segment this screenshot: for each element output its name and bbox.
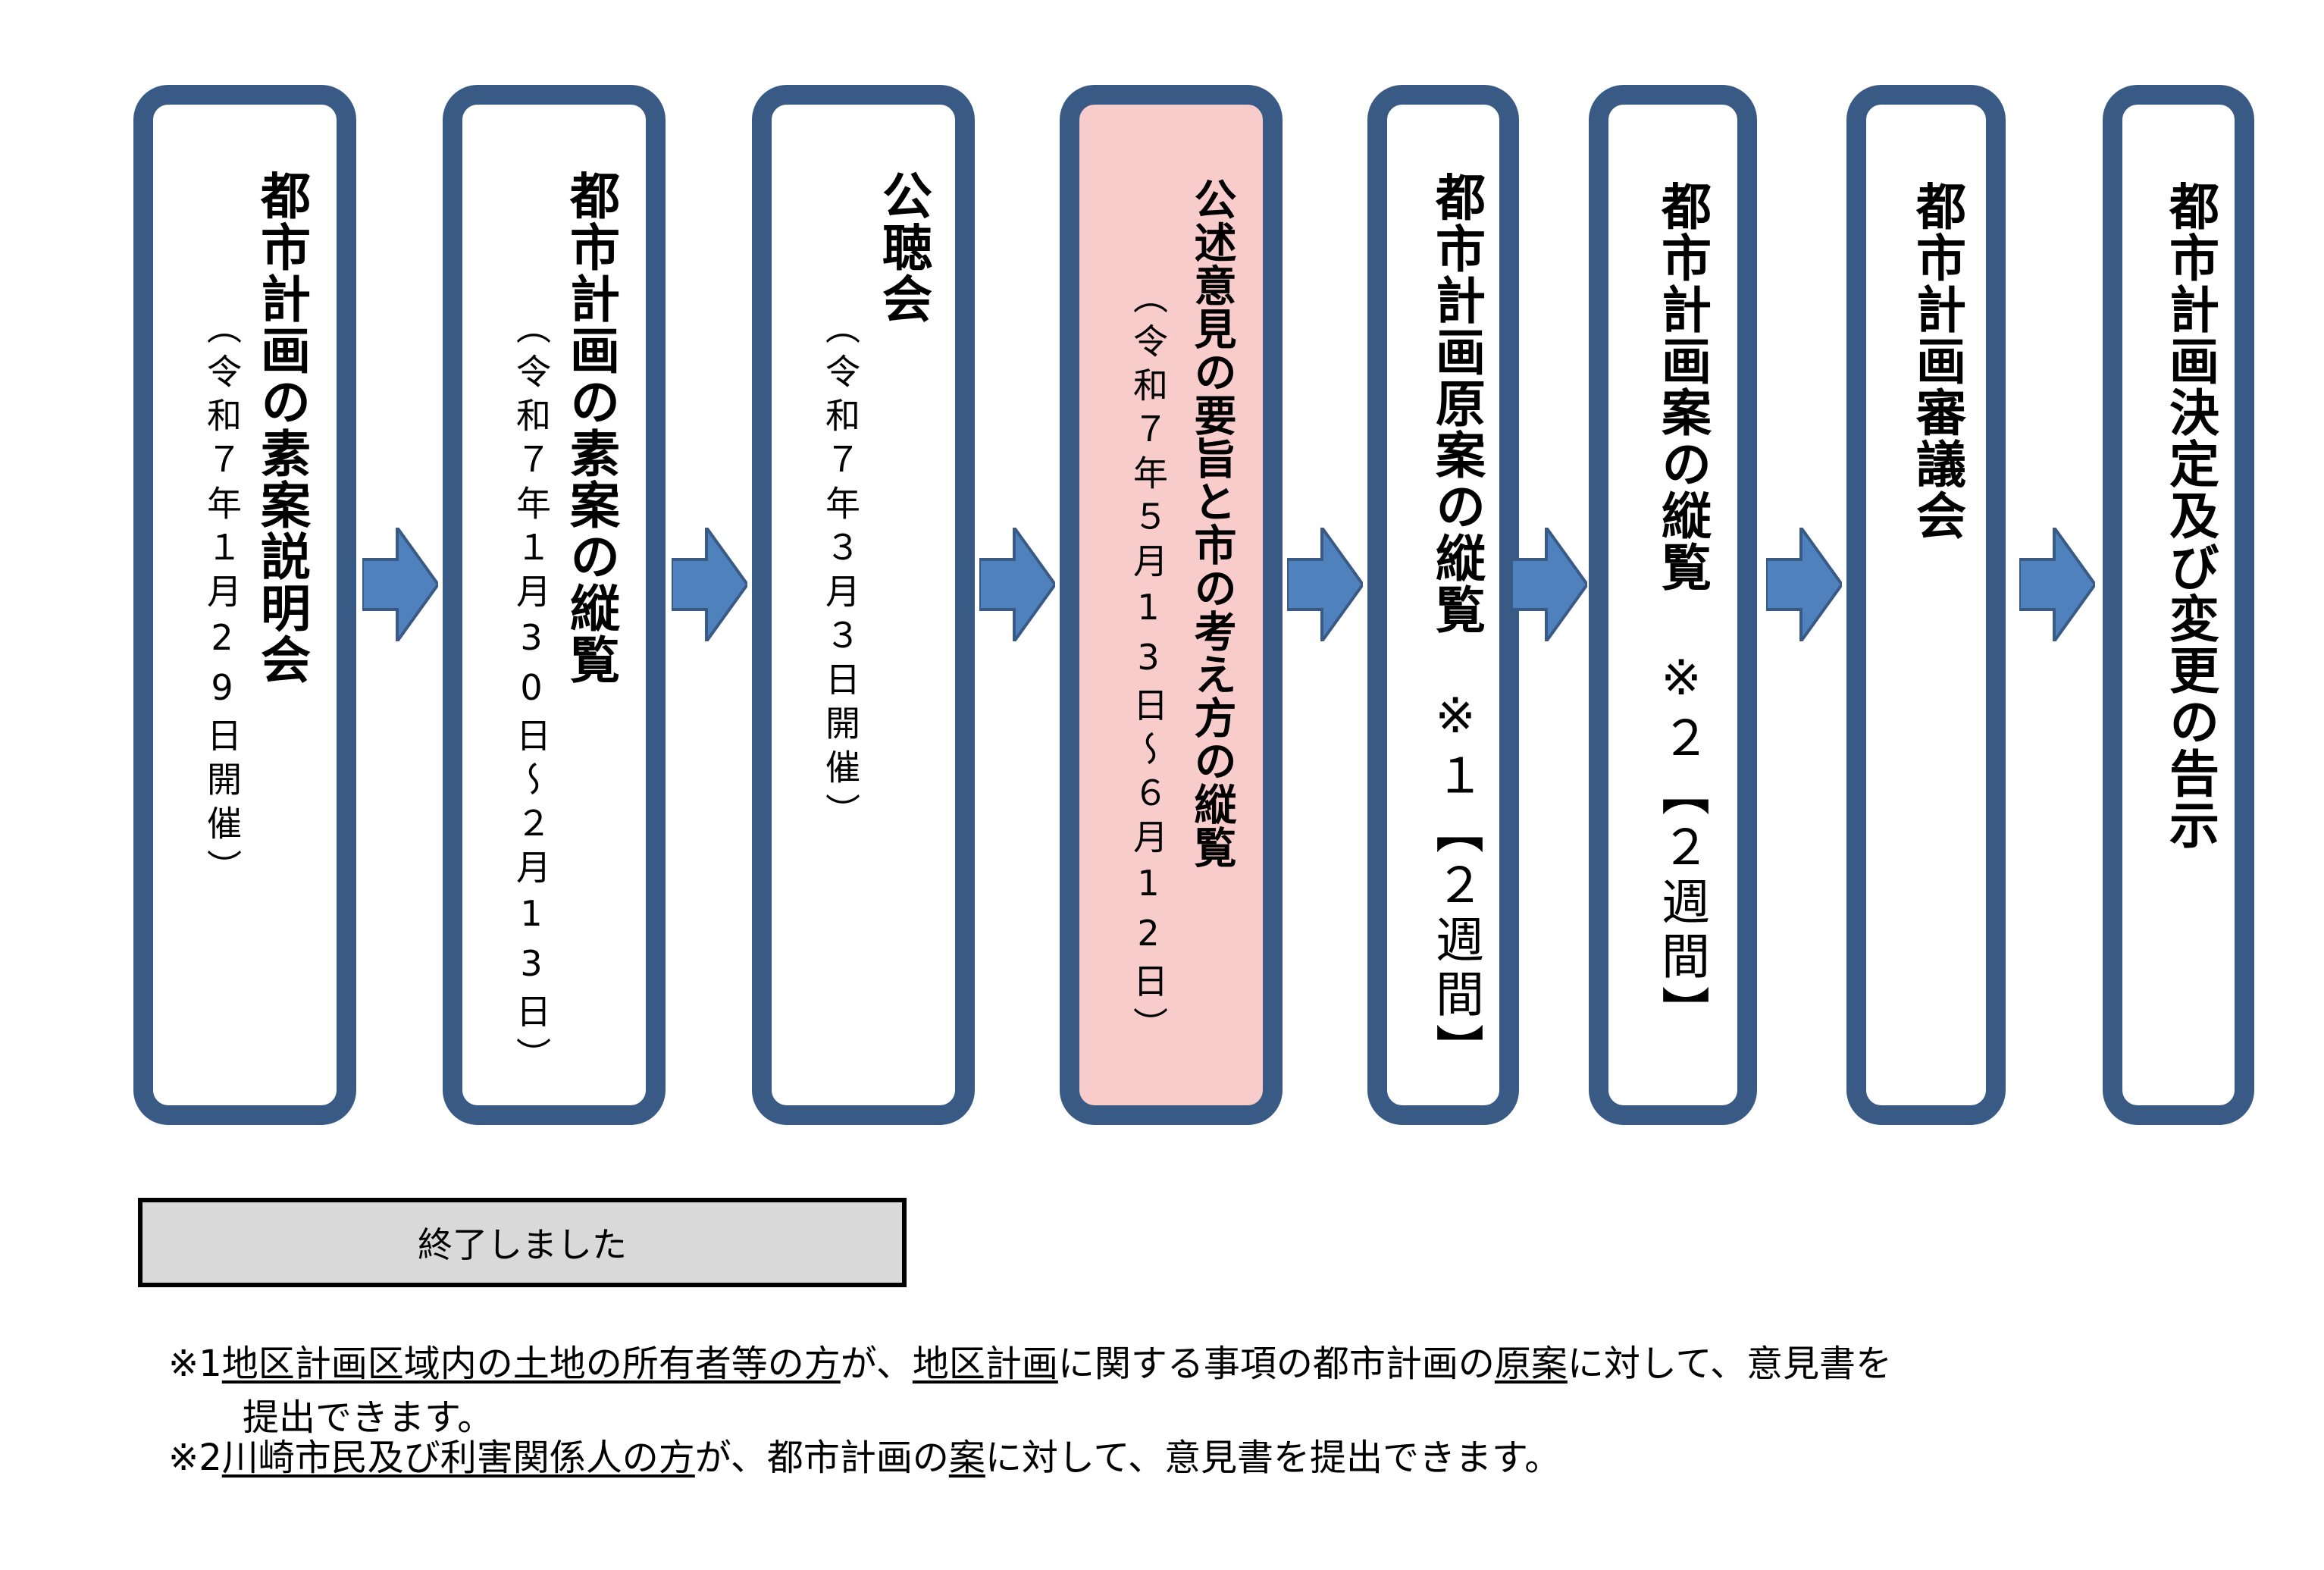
step-box-2: 都市計画の素案の縦覧 （令和７年１月30日～２月13日） [443, 85, 666, 1125]
arrow-right-icon [672, 528, 747, 641]
step-3-date: （令和７年３月３日開催） [820, 309, 861, 837]
step-2-title: 都市計画の素案の縦覧 [562, 170, 620, 685]
arrow-right-icon [979, 528, 1055, 641]
footnote-1-text-2: に関する事項の都市計画の [1057, 1343, 1495, 1385]
arrow-right-icon [362, 528, 438, 641]
arrow-right-icon [2019, 528, 2095, 641]
step-box-3: 公聴会 （令和７年３月３日開催） [752, 85, 975, 1125]
footnote-1-line-2: 提出できます。 [243, 1396, 494, 1439]
footnote-2-text-1: が、都市計画の [694, 1437, 949, 1479]
footnote-1: ※1地区計画区域内の土地の所有者等の方が、地区計画に関する事項の都市計画の原案に… [168, 1340, 1892, 1387]
step-8-title: 都市計画決定及び変更の告示 [2161, 180, 2219, 851]
step-6-note: ※２【２週間】 [1653, 650, 1709, 1040]
step-1-date: （令和７年１月29日開催） [202, 309, 243, 893]
step-box-5: 都市計画原案の縦覧 ※１【２週間】 [1367, 85, 1519, 1125]
footnote-2-text-2: に対して、意見書を提出できます。 [985, 1437, 1561, 1479]
footnote-1-text-1: が、 [840, 1343, 913, 1385]
step-5-note: ※１【２週間】 [1427, 688, 1483, 1078]
arrow-right-icon [1511, 528, 1587, 641]
step-box-1: 都市計画の素案説明会 （令和７年１月29日開催） [133, 85, 356, 1125]
step-box-4-current: 公述意見の要旨と市の考え方の縦覧 （令和７年５月13日～６月12日） [1060, 85, 1283, 1125]
step-3-title: 公聴会 [874, 170, 932, 324]
footnote-1-underline-3: 原案 [1494, 1343, 1568, 1385]
status-completed-label: 終了しました [138, 1198, 907, 1287]
footnote-2-underline-2: 案 [948, 1437, 985, 1479]
step-6-title: 都市計画案の縦覧 [1653, 180, 1712, 593]
step-box-7: 都市計画審議会 [1846, 85, 2006, 1125]
footnote-1-underline-2: 地区計画 [912, 1343, 1058, 1385]
status-text: 終了しました [418, 1224, 627, 1265]
step-4-date: （令和７年５月13日～６月12日） [1128, 279, 1169, 1051]
step-4-title: 公述意見の要旨と市の考え方の縦覧 [1187, 177, 1236, 869]
footnote-2: ※2川崎市民及び利害関係人の方が、都市計画の案に対して、意見書を提出できます。 [168, 1434, 1561, 1481]
arrow-right-icon [1766, 528, 1842, 641]
step-1-title: 都市計画の素案説明会 [252, 170, 311, 685]
footnote-1-mark: ※1 [168, 1343, 222, 1385]
footnote-2-mark: ※2 [168, 1437, 222, 1479]
step-2-date: （令和７年１月30日～２月13日） [511, 309, 552, 1081]
footnote-1-underline-1: 地区計画区域内の土地の所有者等の方 [221, 1343, 841, 1385]
footnote-1-text-3: に対して、意見書を [1567, 1343, 1893, 1385]
step-box-8: 都市計画決定及び変更の告示 [2103, 85, 2254, 1125]
arrow-right-icon [1287, 528, 1363, 641]
step-box-6: 都市計画案の縦覧 ※２【２週間】 [1589, 85, 1757, 1125]
footnote-2-underline-1: 川崎市民及び利害関係人の方 [221, 1437, 695, 1479]
step-5-title: 都市計画原案の縦覧 [1427, 171, 1486, 635]
step-7-title: 都市計画審議会 [1908, 180, 1966, 541]
